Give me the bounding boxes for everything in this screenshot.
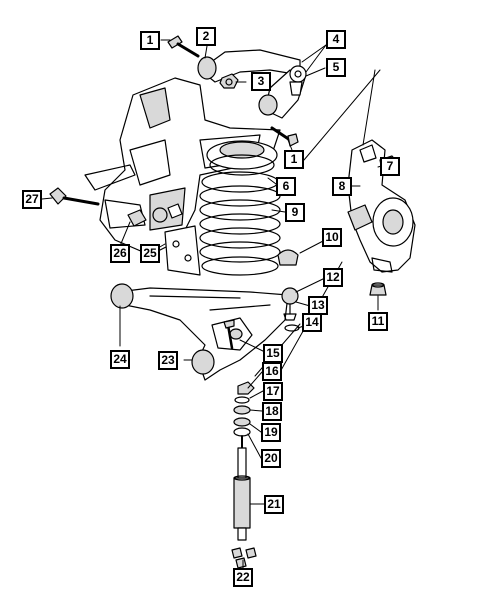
callout-23: 23 <box>158 351 178 370</box>
steering-knuckle <box>347 139 416 273</box>
callout-1: 1 <box>140 31 160 50</box>
callout-22: 22 <box>233 568 253 587</box>
callout-16: 16 <box>262 362 282 381</box>
lower-control-arm <box>110 283 289 381</box>
bushing-icon <box>369 282 387 296</box>
callout-10: 10 <box>322 228 342 247</box>
callout-15: 15 <box>263 344 283 363</box>
callout-9: 9 <box>285 203 305 222</box>
callout-1b: 1 <box>284 150 304 169</box>
callout-18: 18 <box>262 402 282 421</box>
bushing-icon <box>167 203 183 219</box>
callout-7: 7 <box>380 157 400 176</box>
nuts-22 <box>231 547 257 569</box>
coil-spring <box>199 171 281 276</box>
spring-upper-seat <box>206 140 278 176</box>
bushing-icon <box>127 209 147 227</box>
bump-stop <box>277 249 299 266</box>
leader-lines <box>41 39 393 570</box>
shock-hardware-stack <box>233 381 255 449</box>
callout-11: 11 <box>368 312 388 331</box>
frame-bracket <box>84 77 281 276</box>
callout-19: 19 <box>261 423 281 442</box>
nut-icon <box>219 73 239 89</box>
callout-5: 5 <box>326 58 346 77</box>
shock-absorber <box>233 447 251 541</box>
bolt-icon <box>49 187 100 206</box>
callout-27: 27 <box>22 190 42 209</box>
callout-17: 17 <box>263 382 283 401</box>
callout-25: 25 <box>140 244 160 263</box>
callout-26: 26 <box>110 244 130 263</box>
callout-21: 21 <box>264 495 284 514</box>
bolt-icon <box>167 35 200 58</box>
bolt-icon <box>223 319 235 350</box>
callout-6: 6 <box>276 177 296 196</box>
ball-joint <box>281 287 299 321</box>
callout-20: 20 <box>261 449 281 468</box>
callout-8: 8 <box>332 177 352 196</box>
callout-3: 3 <box>251 72 271 91</box>
callout-12: 12 <box>323 268 343 287</box>
callout-4: 4 <box>326 30 346 49</box>
callout-14: 14 <box>302 313 322 332</box>
callout-24: 24 <box>110 350 130 369</box>
callout-2: 2 <box>196 27 216 46</box>
